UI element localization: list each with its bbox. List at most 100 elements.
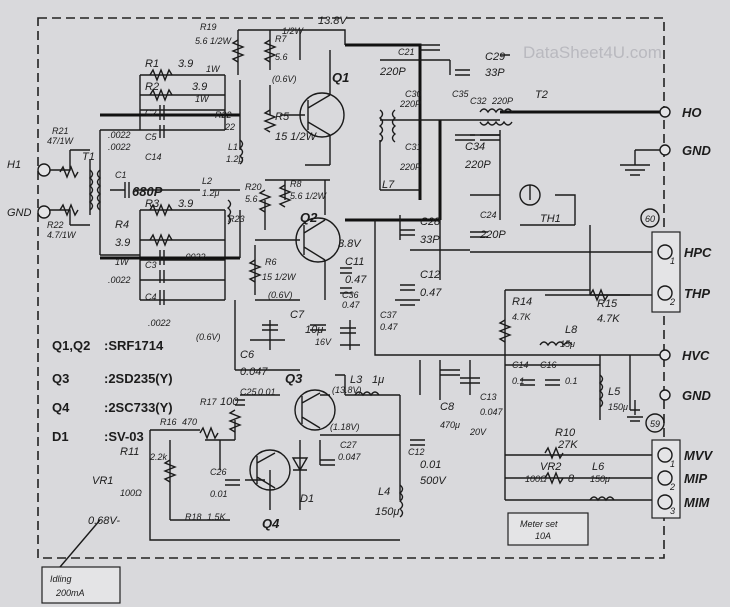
c12-label: C12 (420, 269, 440, 281)
l4-value: 150μ (375, 506, 399, 518)
legend-q4-key: Q4 (52, 400, 70, 415)
r10-label: R10 (555, 427, 576, 439)
hvc-terminal[interactable] (659, 349, 671, 361)
c37-value: 0.47 (380, 322, 399, 332)
cap-0022-c: .0022 (108, 275, 131, 285)
idling-line2: 200mA (55, 588, 85, 598)
c4-label: C4 (145, 292, 157, 302)
vr2-pin-label: 8 (568, 473, 575, 485)
c2-label: C2 (145, 108, 157, 118)
r10-value: 27K (557, 439, 578, 451)
r8-value: 5.6 1/2W (290, 191, 328, 201)
th1-label: TH1 (540, 213, 561, 225)
ho-terminal[interactable] (659, 106, 671, 118)
capacitor-symbols (124, 44, 560, 486)
c28-label: C28 (420, 216, 441, 228)
c14b-label: C14 (512, 360, 529, 370)
pin-1a-label: 1 (670, 256, 675, 266)
c25-value: 0.01 (258, 387, 276, 397)
c27-value: 0.047 (338, 452, 362, 462)
l2-value: 1.2μ (202, 188, 220, 198)
supply-13v8-label: 13.8V (318, 15, 348, 27)
r19-value: 5.6 1/2W (195, 36, 233, 46)
thp-terminal[interactable] (657, 285, 673, 301)
r3-value: 3.9 (178, 198, 193, 210)
c12-value: 0.47 (420, 287, 442, 299)
r4-label: R4 (115, 219, 129, 231)
vr2-label: VR2 (540, 461, 561, 473)
c7-voltage: 16V (315, 337, 332, 347)
h1-terminal[interactable] (37, 163, 51, 177)
voltage-0v6-c: (0.6V) (196, 332, 221, 342)
c12b-label: C12 (408, 447, 425, 457)
d1-label: D1 (300, 493, 314, 505)
l1-label: L1 (228, 142, 238, 152)
r15-label: R15 (597, 298, 618, 310)
gnd-mid-terminal[interactable] (659, 389, 671, 401)
l7-label: L7 (382, 179, 395, 191)
connector-59-label: 59 (650, 419, 660, 429)
t2-label: T2 (535, 89, 548, 101)
r2-value: 3.9 (192, 81, 207, 93)
watermark: DataSheet4U.com (523, 43, 662, 62)
pin-2a-label: 2 (669, 297, 675, 307)
hpc-label: HPC (684, 245, 712, 260)
ho-label: HO (682, 105, 702, 120)
mvv-terminal[interactable] (657, 447, 673, 463)
connector-59-marker (645, 413, 665, 433)
r18-value: 1.5K (207, 512, 227, 522)
pin-3b-label: 3 (670, 506, 675, 516)
gnd-mid-label: GND (682, 388, 712, 403)
c16-value: 0.1 (565, 376, 578, 386)
cap-0022-b: .0022 (108, 142, 131, 152)
c31-value: 220P (399, 162, 421, 172)
c26-value: 0.01 (210, 489, 228, 499)
c35-label: C35 (452, 89, 470, 99)
r4-value: 3.9 (115, 237, 130, 249)
c8-value: 470μ (440, 420, 460, 430)
r7-label: R7 (275, 34, 287, 44)
supply-3v8-label: 3.8V (338, 238, 362, 250)
mim-label: MIM (684, 495, 710, 510)
wiring (50, 29, 665, 541)
gnd-input-terminal[interactable] (37, 205, 51, 219)
hpc-terminal[interactable] (657, 244, 673, 260)
q1-label: Q1 (332, 70, 349, 85)
cap-0022-e: .0022 (148, 318, 171, 328)
r1-value: 3.9 (178, 58, 193, 70)
c36-value: 0.47 (342, 300, 361, 310)
c24-value: 220P (479, 229, 506, 241)
t1-label: T1 (82, 151, 95, 163)
r22b-value: 22 (224, 122, 235, 132)
mim-terminal[interactable] (657, 494, 673, 510)
mip-terminal[interactable] (657, 470, 673, 486)
gnd-output-terminal[interactable] (659, 144, 671, 156)
vr2-value: 100Ω (525, 474, 547, 484)
c11-label: C11 (345, 256, 364, 268)
legend-q3-key: Q3 (52, 371, 69, 386)
enclosure-border (37, 17, 665, 559)
r18-label: R18 (185, 512, 202, 522)
r3-label: R3 (145, 198, 160, 210)
r6-value: 15 1/2W (262, 272, 297, 282)
q4-label: Q4 (262, 516, 280, 531)
hvc-label: HVC (682, 348, 710, 363)
r20-label: R20 (245, 182, 262, 192)
l8-value: 15μ (560, 339, 575, 349)
meter-set-line2: 10A (535, 531, 551, 541)
r16-label: R16 (160, 417, 177, 427)
r14-value: 4.7K (512, 312, 532, 322)
c7-value: 10μ (305, 324, 323, 336)
r1-power: 1W (206, 64, 221, 74)
mip-label: MIP (684, 471, 707, 486)
connector-60-label: 60 (645, 214, 655, 224)
c21-label: C21 (398, 47, 415, 57)
r22b-label: R22 (215, 110, 232, 120)
c1-value: 680P (132, 184, 163, 199)
c34-label: C34 (465, 141, 485, 153)
cap-0022-d: .0022 (183, 252, 206, 262)
l2-label: L2 (202, 176, 212, 186)
c24-label: C24 (480, 210, 497, 220)
c11-value: 0.47 (345, 274, 367, 286)
